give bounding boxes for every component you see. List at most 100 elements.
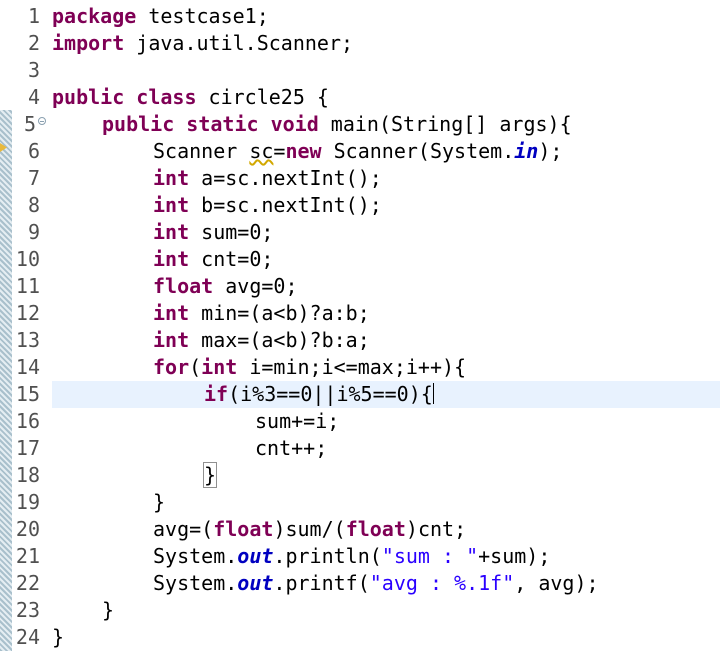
code-line[interactable]: 12 int min=(a<b)?a:b; (0, 300, 720, 327)
code-token: avg=0; (213, 274, 298, 298)
code-text: public static void main(String[] args){ (102, 111, 572, 138)
code-line[interactable]: 8 int b=sc.nextInt(); (0, 192, 720, 219)
code-token: )sum/( (273, 517, 346, 541)
line-number: 16 (15, 409, 40, 433)
code-text: for(int i=min;i<=max;i++){ (153, 354, 466, 381)
code-line[interactable]: 7 int a=sc.nextInt(); (0, 165, 720, 192)
code-token: i=min;i<=max;i++){ (237, 355, 467, 379)
code-line[interactable]: 16 sum+=i; (0, 408, 720, 435)
keyword: if (204, 382, 229, 406)
line-number: 10 (15, 247, 40, 271)
code-line[interactable]: 18 } (0, 462, 720, 489)
code-text: float avg=0; (153, 273, 298, 300)
keyword: int (153, 220, 190, 244)
line-number: 21 (15, 544, 40, 568)
code-line[interactable]: 17 cnt++; (0, 435, 720, 462)
code-text: int max=(a<b)?b:a; (153, 327, 370, 354)
fold-collapse-icon[interactable] (38, 117, 46, 125)
line-number: 4 (27, 85, 40, 109)
code-token: } (52, 625, 65, 649)
code-line[interactable]: 15 if(i%3==0||i%5==0){ (0, 381, 720, 408)
code-token: System. (153, 544, 238, 568)
keyword: int (153, 247, 190, 271)
code-token: testcase1; (136, 4, 269, 28)
line-number: 5 (23, 112, 36, 136)
code-text: cnt++; (255, 435, 327, 462)
code-token: } (102, 598, 115, 622)
keyword: int (201, 355, 238, 379)
code-token: System. (153, 571, 238, 595)
code-text: import java.util.Scanner; (52, 30, 353, 57)
line-number: 7 (27, 166, 40, 190)
code-token: +sum); (478, 544, 551, 568)
code-token: circle25 { (196, 85, 329, 109)
keyword: import (52, 31, 125, 55)
code-token: = (273, 139, 286, 163)
code-line[interactable]: 24 } (0, 624, 720, 651)
keyword: for (153, 355, 190, 379)
code-line[interactable]: 3 (0, 57, 720, 84)
code-token: cnt=0; (189, 247, 274, 271)
code-text: } (153, 489, 165, 516)
line-number: 2 (27, 31, 40, 55)
line-number: 18 (15, 463, 40, 487)
code-text: int b=sc.nextInt(); (153, 192, 382, 219)
code-text: Scanner sc=new Scanner(System.in); (153, 138, 562, 165)
code-token: avg=( (153, 517, 214, 541)
line-number: 20 (15, 517, 40, 541)
current-line-highlight[interactable] (52, 381, 720, 408)
code-line[interactable]: 9 int sum=0; (0, 219, 720, 246)
code-text: public class circle25 { (52, 84, 329, 111)
code-token: (i%3==0||i%5==0){ (228, 382, 433, 406)
string-literal: "avg : %.1f" (369, 571, 515, 595)
code-text: if(i%3==0||i%5==0){ (204, 381, 434, 408)
keyword: int (153, 166, 190, 190)
code-line[interactable]: 13 int max=(a<b)?b:a; (0, 327, 720, 354)
keyword: float (153, 274, 214, 298)
code-line[interactable]: 14 for(int i=min;i<=max;i++){ (0, 354, 720, 381)
code-token: ( (189, 355, 202, 379)
code-token: )cnt; (405, 517, 467, 541)
unused-variable-warning[interactable]: sc (249, 139, 274, 163)
warning-icon[interactable] (0, 143, 7, 152)
code-token: min=(a<b)?a:b; (189, 301, 370, 325)
code-text: } (102, 597, 114, 624)
line-number: 15 (15, 382, 40, 406)
code-line[interactable]: 5 public static void main(String[] args)… (0, 111, 720, 138)
line-number: 6 (27, 139, 40, 163)
line-number: 19 (15, 490, 40, 514)
code-line[interactable]: 20 avg=(float)sum/(float)cnt; (0, 516, 720, 543)
line-number: 12 (15, 301, 40, 325)
code-line[interactable]: 6 Scanner sc=new Scanner(System.in); (0, 138, 720, 165)
code-line[interactable]: 11 float avg=0; (0, 273, 720, 300)
code-text: int a=sc.nextInt(); (153, 165, 382, 192)
code-line[interactable]: 19 } (0, 489, 720, 516)
keyword: package (52, 4, 137, 28)
code-line[interactable]: 23 } (0, 597, 720, 624)
line-number: 24 (15, 625, 40, 649)
keyword: int (153, 328, 190, 352)
code-line[interactable]: 10 int cnt=0; (0, 246, 720, 273)
line-number: 9 (27, 220, 40, 244)
text-cursor (432, 383, 434, 404)
matching-bracket: } (202, 462, 218, 488)
keyword: public static void (102, 112, 319, 136)
code-text: System.out.println("sum : "+sum); (153, 543, 550, 570)
code-text: int sum=0; (153, 219, 273, 246)
code-token: main(String[] args){ (318, 112, 572, 136)
keyword: float (345, 517, 406, 541)
code-token: max=(a<b)?b:a; (189, 328, 370, 352)
code-line[interactable]: 21 System.out.println("sum : "+sum); (0, 543, 720, 570)
code-line[interactable]: 22 System.out.printf("avg : %.1f", avg); (0, 570, 720, 597)
code-line[interactable]: 2 import java.util.Scanner; (0, 30, 720, 57)
code-text: package testcase1; (52, 3, 269, 30)
code-text: avg=(float)sum/(float)cnt; (153, 516, 466, 543)
code-line[interactable]: 1 package testcase1; (0, 3, 720, 30)
line-number: 23 (15, 598, 40, 622)
code-line[interactable]: 4 public class circle25 { (0, 84, 720, 111)
line-number: 22 (15, 571, 40, 595)
code-token: .printf( (273, 571, 370, 595)
code-token: Scanner (153, 139, 250, 163)
code-token: a=sc.nextInt(); (189, 166, 382, 190)
